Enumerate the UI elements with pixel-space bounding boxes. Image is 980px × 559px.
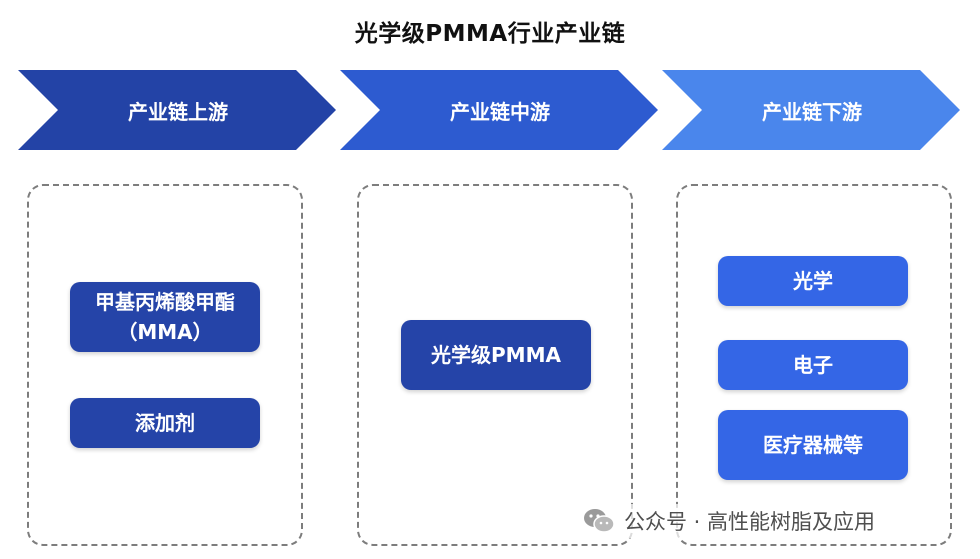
upstream-column <box>27 184 303 546</box>
watermark-text: 公众号 · 高性能树脂及应用 <box>624 510 876 534</box>
page-title: 光学级PMMA行业产业链 <box>354 21 626 47</box>
upstream-item-additive: 添加剂 <box>70 398 260 448</box>
upstream-item-mma: 甲基丙烯酸甲酯 （MMA） <box>70 282 260 352</box>
downstream-item-optics-label: 光学 <box>793 269 833 293</box>
stage-arrows <box>18 70 960 150</box>
downstream-item-medical: 医疗器械等 <box>718 410 908 480</box>
watermark: 公众号 · 高性能树脂及应用 <box>582 504 880 538</box>
midstream-item-pmma-label: 光学级PMMA <box>431 343 561 367</box>
upstream-item-additive-label: 添加剂 <box>135 411 195 435</box>
downstream-item-electronics-label: 电子 <box>793 353 833 377</box>
upstream-item-mma-line2: （MMA） <box>117 320 213 344</box>
downstream-column <box>676 184 952 546</box>
stage-label-midstream: 产业链中游 <box>450 100 550 124</box>
downstream-item-medical-label: 医疗器械等 <box>763 433 863 457</box>
wechat-icon <box>584 509 615 533</box>
downstream-item-electronics: 电子 <box>718 340 908 390</box>
stage-label-upstream: 产业链上游 <box>128 100 228 124</box>
midstream-column <box>357 184 633 546</box>
midstream-item-pmma: 光学级PMMA <box>401 320 591 390</box>
upstream-item-mma-line1: 甲基丙烯酸甲酯 <box>95 290 235 314</box>
downstream-item-optics: 光学 <box>718 256 908 306</box>
arrow-downstream <box>662 70 960 150</box>
stage-label-downstream: 产业链下游 <box>762 100 862 124</box>
arrow-midstream <box>340 70 658 150</box>
arrow-upstream <box>18 70 336 150</box>
